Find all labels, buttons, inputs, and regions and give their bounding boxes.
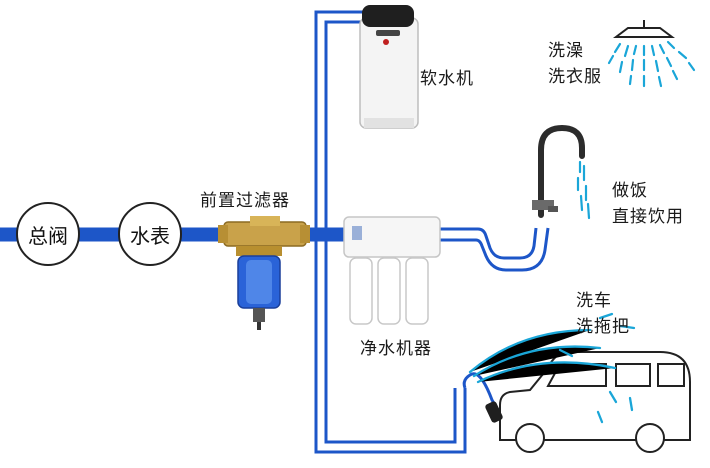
main-valve-label: 总阀 <box>28 223 68 248</box>
hose-icon <box>462 312 636 424</box>
drink-label-1: 做饭 <box>612 181 648 201</box>
softener-label: 软水机 <box>420 69 474 89</box>
water-purifier-unit <box>343 216 441 325</box>
pre-filter-unit <box>218 216 310 330</box>
riser-pipe <box>314 10 467 454</box>
car-label-1: 洗车 <box>576 291 612 311</box>
shower-label-2: 洗衣服 <box>548 67 602 87</box>
drink-labels: 做饭 直接饮用 <box>612 178 684 230</box>
pre-filter-label: 前置过滤器 <box>200 191 290 211</box>
drink-label-2: 直接饮用 <box>612 207 684 227</box>
car-label-2: 洗拖把 <box>576 317 630 337</box>
shower-label-1: 洗澡 <box>548 41 584 61</box>
car-labels: 洗车 洗拖把 <box>576 288 630 340</box>
water-softener-unit <box>359 5 419 129</box>
water-meter-badge: 水表 <box>118 202 182 266</box>
shower-head-icon <box>607 20 696 88</box>
faucet-icon <box>532 124 591 220</box>
water-meter-label: 水表 <box>130 223 170 248</box>
shower-labels: 洗澡 洗衣服 <box>548 38 602 90</box>
main-valve-badge: 总阀 <box>16 202 80 266</box>
purifier-label: 净水机器 <box>360 339 432 359</box>
